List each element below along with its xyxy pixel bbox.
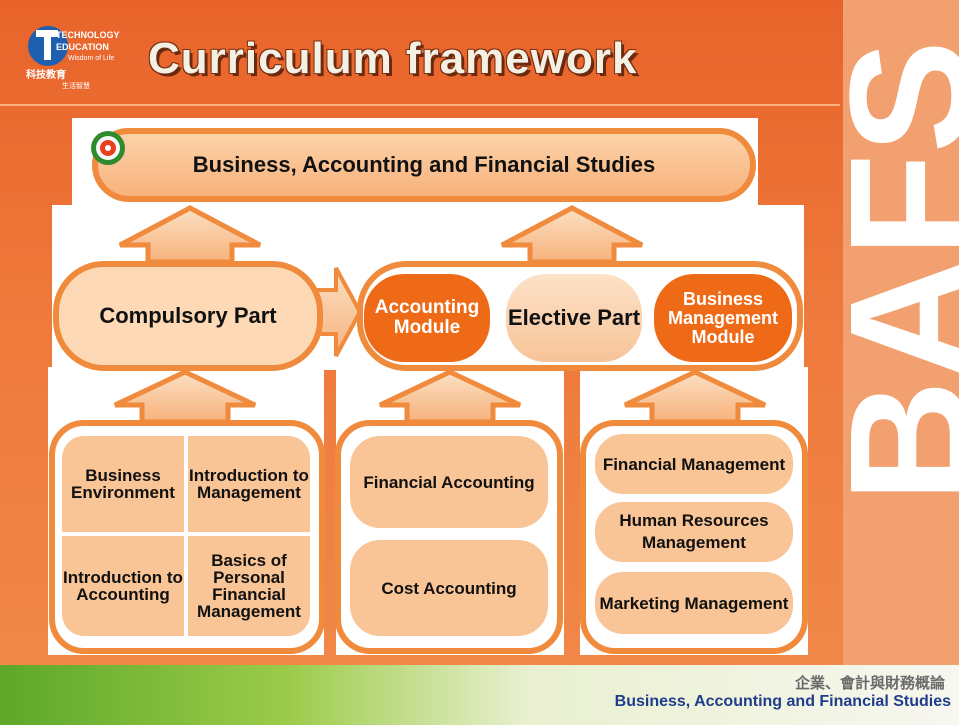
bafs-text: BAFS <box>843 40 959 503</box>
footer-chinese-title: 企業、會計與財務概論 <box>794 674 945 692</box>
topic-human-resources-management: Human Resources Management <box>595 502 793 562</box>
target-icon <box>91 131 125 165</box>
page-title: Curriculum framework <box>148 34 638 83</box>
footer-english-title: Business, Accounting and Financial Studi… <box>614 693 951 710</box>
bafs-letters: BAFS <box>843 40 959 503</box>
title-divider <box>0 104 840 106</box>
side-band: BAFS <box>843 0 959 665</box>
up-arrow-elective <box>500 205 644 265</box>
elective-part: Elective Part <box>506 274 642 362</box>
svg-text:EDUCATION: EDUCATION <box>56 42 109 52</box>
compulsory-part-label: Compulsory Part <box>99 303 277 328</box>
up-arrow-accounting-topics <box>378 369 522 425</box>
logo-graphic: TECHNOLOGY EDUCATION Wisdom of Life 科技教育… <box>26 26 120 90</box>
topic-introduction-to-management: Introduction to Management <box>188 436 310 532</box>
footer-bar <box>0 665 959 725</box>
bafs-title-pill: Business, Accounting and Financial Studi… <box>92 128 756 202</box>
topic-introduction-to-accounting: Introduction to Accounting <box>62 536 184 636</box>
topic-marketing-management: Marketing Management <box>595 572 793 634</box>
svg-text:TECHNOLOGY: TECHNOLOGY <box>56 30 120 40</box>
accounting-module: Accounting Module <box>364 274 490 362</box>
bafs-title: Business, Accounting and Financial Studi… <box>192 152 656 177</box>
logo: TECHNOLOGY EDUCATION Wisdom of Life 科技教育… <box>26 24 136 94</box>
topic-business-environment: Business Environment <box>62 436 184 532</box>
topic-financial-management: Financial Management <box>595 434 793 494</box>
topic-basics-of-personal-financial-management: Basics of Personal Financial Management <box>188 536 310 636</box>
up-arrow-compulsory <box>118 205 262 265</box>
up-arrow-compulsory-topics <box>113 369 257 425</box>
topic-cost-accounting: Cost Accounting <box>350 540 548 636</box>
compulsory-topics-grid: Business Environment Introduction to Man… <box>62 436 310 636</box>
svg-text:生活智慧: 生活智慧 <box>62 81 90 90</box>
svg-text:科技教育: 科技教育 <box>26 68 66 81</box>
business-management-module: Business Management Module <box>654 274 792 362</box>
compulsory-frame <box>53 261 323 371</box>
svg-text:Wisdom of Life: Wisdom of Life <box>68 55 114 62</box>
topic-financial-accounting: Financial Accounting <box>350 436 548 528</box>
up-arrow-business-topics <box>623 369 767 425</box>
